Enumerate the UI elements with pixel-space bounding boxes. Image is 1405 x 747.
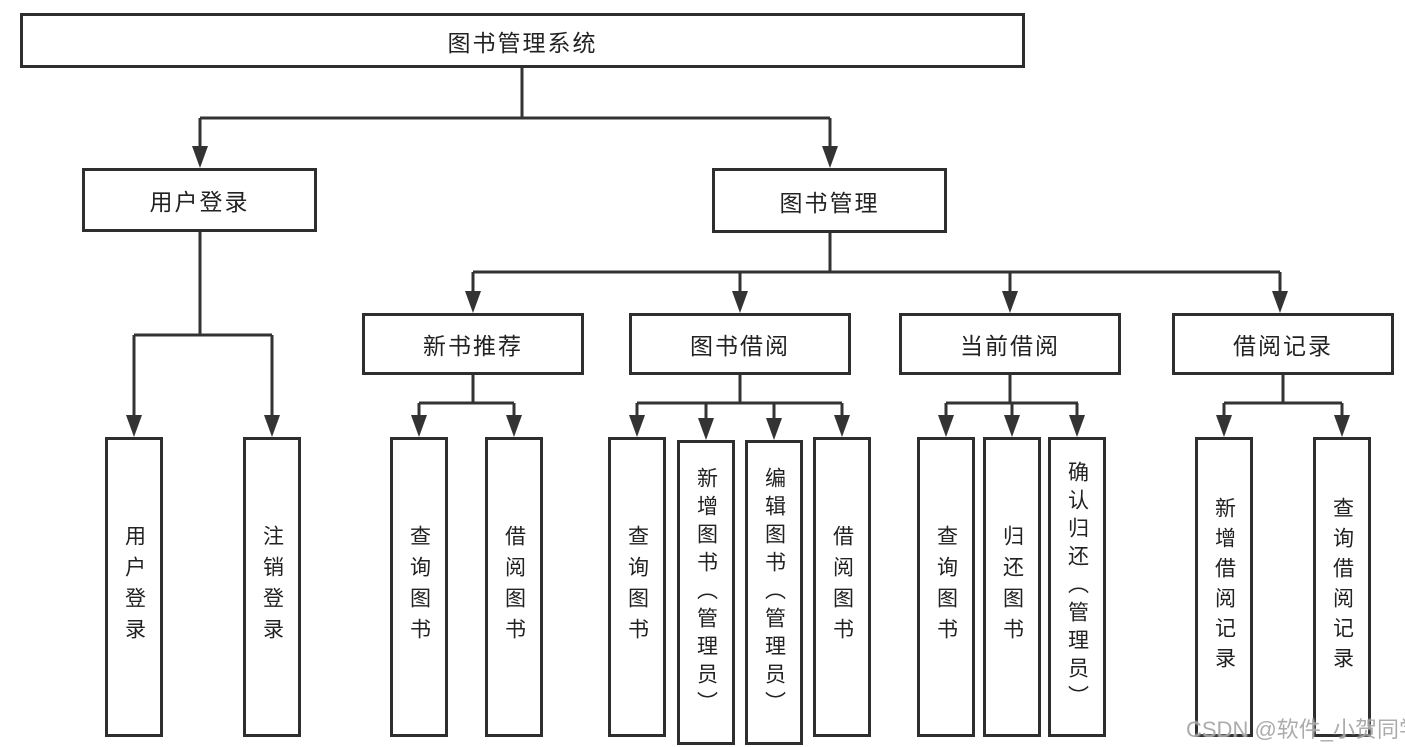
node-confirm-return-admin: 确认归还（管理员）	[1048, 437, 1106, 737]
node-add-books-admin: 新增图书（管理员）	[677, 440, 735, 745]
node-book-borrowing: 图书借阅	[629, 313, 851, 375]
node-user-login: 用户登录	[82, 168, 317, 232]
node-book-management: 图书管理	[712, 168, 947, 233]
watermark: CSDN @软件_小贺同学	[1186, 717, 1405, 742]
node-logout-action: 注销登录	[243, 437, 301, 737]
node-query-books-borrowing: 查询图书	[608, 437, 666, 737]
node-edit-books-admin: 编辑图书（管理员）	[745, 440, 803, 745]
node-borrowing-records: 借阅记录	[1172, 313, 1394, 375]
node-borrow-books-recommend: 借阅图书	[485, 437, 543, 737]
node-system-root: 图书管理系统	[20, 13, 1025, 68]
node-return-books: 归还图书	[983, 437, 1041, 737]
node-query-books-current: 查询图书	[917, 437, 975, 737]
node-query-books-recommend: 查询图书	[390, 437, 448, 737]
node-borrow-books-borrowing: 借阅图书	[813, 437, 871, 737]
node-add-borrow-record: 新增借阅记录	[1195, 437, 1253, 737]
node-current-borrowing: 当前借阅	[899, 313, 1121, 375]
node-new-book-recommendation: 新书推荐	[362, 313, 584, 375]
node-query-borrow-record: 查询借阅记录	[1313, 437, 1371, 737]
node-user-login-action: 用户登录	[105, 437, 163, 737]
